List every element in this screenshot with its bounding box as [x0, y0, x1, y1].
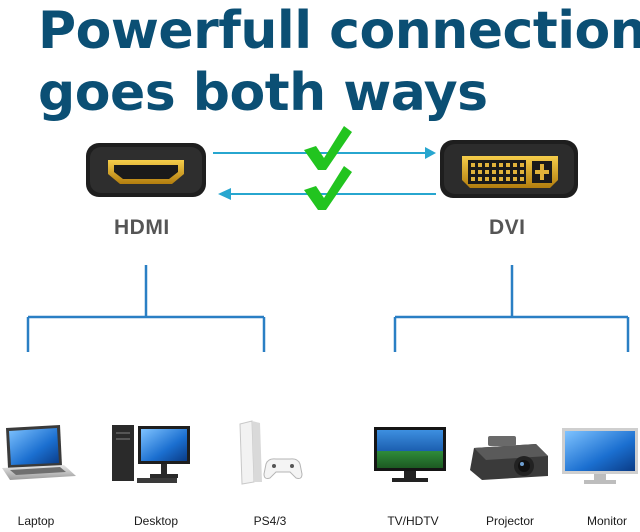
- headline-line-2: goes both ways: [38, 63, 488, 123]
- desktop-icon: [112, 425, 190, 483]
- device-label-tv: TV/HDTV: [387, 514, 439, 528]
- device-label-ps4: PS4/3: [253, 514, 287, 528]
- ps4-icon: [239, 420, 303, 485]
- check-icon: [304, 166, 352, 210]
- arrow-right: [213, 147, 436, 159]
- monitor-icon: [562, 428, 638, 484]
- device-label-monitor: Monitor: [586, 514, 628, 528]
- hdmi-port-icon: [86, 143, 206, 197]
- device-label-desktop: Desktop: [133, 514, 179, 528]
- headline: Powerfull connection goes both ways: [38, 0, 640, 124]
- device-label-projector: Projector: [485, 514, 535, 528]
- projector-icon: [470, 436, 548, 480]
- tv-icon: [374, 427, 446, 482]
- dvi-label: DVI: [489, 216, 526, 239]
- laptop-icon: [2, 425, 76, 480]
- hdmi-label: HDMI: [114, 216, 170, 239]
- dvi-port-icon: [440, 140, 578, 198]
- tree-lines: [26, 265, 630, 352]
- device-label-laptop: Laptop: [17, 514, 55, 528]
- headline-line-1: Powerfull connection: [38, 1, 640, 61]
- check-icon: [304, 126, 352, 170]
